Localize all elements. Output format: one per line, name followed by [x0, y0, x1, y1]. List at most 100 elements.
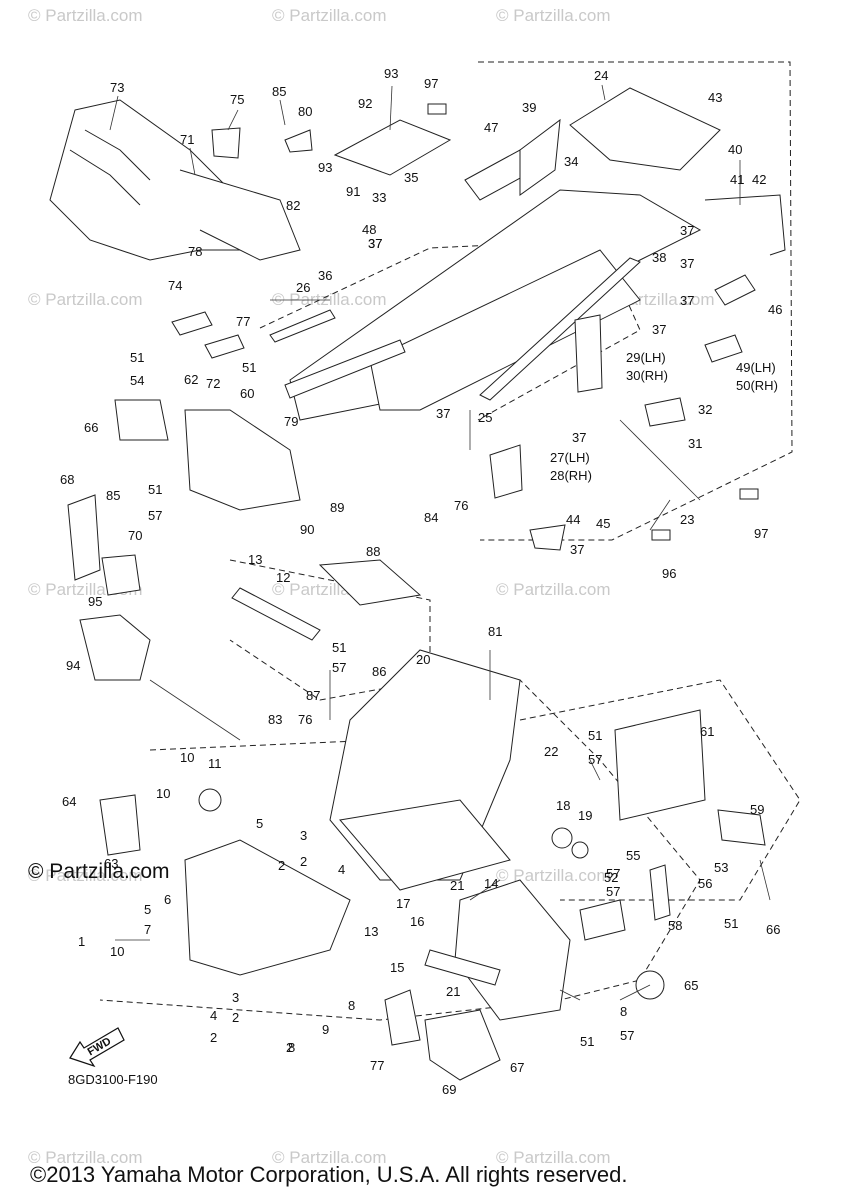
callout-label: 96: [662, 566, 676, 581]
cover-94: [79, 614, 151, 681]
callout-label: 93: [318, 160, 332, 175]
callout-label: 46: [768, 302, 782, 317]
callout-label: 38: [652, 250, 666, 265]
callout-label: 60: [240, 386, 254, 401]
cover-70: [101, 554, 141, 596]
callout-label: 8: [288, 1040, 295, 1055]
copyright-notice: ©2013 Yamaha Motor Corporation, U.S.A. A…: [30, 1162, 628, 1187]
callout-label: 8: [620, 1004, 627, 1019]
bearing-11: [198, 788, 222, 812]
callout-label: 47: [484, 120, 498, 135]
callout-label: 24: [594, 68, 608, 83]
callout-label: 66: [84, 420, 98, 435]
callout-label: 31: [688, 436, 702, 451]
callout-label: 28(RH): [550, 468, 592, 483]
front-cowl-brace: [179, 169, 301, 261]
callout-label: 72: [206, 376, 220, 391]
callout-label: 27(LH): [550, 450, 590, 465]
callout-label: 39: [522, 100, 536, 115]
callout-label: 37: [680, 293, 694, 308]
watermark: © Partzilla.com: [496, 580, 611, 599]
bracket-53: [717, 809, 766, 846]
callout-label: 91: [346, 184, 360, 199]
watermark: © Partzilla.com: [496, 6, 611, 25]
callout-label: 7: [144, 922, 151, 937]
bracket-75: [211, 127, 241, 159]
fwd-arrow: [69, 1027, 125, 1068]
callout-label: 57: [606, 884, 620, 899]
callout-label: 34: [564, 154, 578, 169]
callout-label: 53: [714, 860, 728, 875]
callout-label: 21: [450, 878, 464, 893]
callout-label: 13: [364, 924, 378, 939]
label-96: [651, 529, 671, 541]
callout-label: 78: [188, 244, 202, 259]
callout-label: 92: [358, 96, 372, 111]
callout-label: 6: [164, 892, 171, 907]
callout-label: 20: [416, 652, 430, 667]
callout-label: 63: [104, 856, 118, 871]
callout-label: 90: [300, 522, 314, 537]
callout-label: 41: [730, 172, 744, 187]
callout-label: 45: [596, 516, 610, 531]
callout-label: 95: [88, 594, 102, 609]
callout-label: 11: [208, 756, 222, 771]
callout-label: 18: [556, 798, 570, 813]
callout-label: 22: [544, 744, 558, 759]
callout-label: 12: [276, 570, 290, 585]
callout-label: 69: [442, 1082, 456, 1097]
callout-label: 58: [668, 918, 682, 933]
callout-label: 76: [454, 498, 468, 513]
heat-exchanger-14: [454, 879, 571, 1021]
callout-label: 76: [298, 712, 312, 727]
callout-label: 21: [446, 984, 460, 999]
group-outline-tunnel: [478, 61, 793, 541]
callout-label: 10: [110, 944, 124, 959]
callout-label: 26: [296, 280, 310, 295]
bracket-80: [284, 129, 313, 153]
callout-label: 73: [110, 80, 124, 95]
seal-19: [571, 841, 589, 859]
bracket-49: [704, 334, 743, 363]
housing-67: [424, 1009, 501, 1081]
bracket-56: [649, 864, 671, 921]
callout-label: 32: [698, 402, 712, 417]
callout-label: 55: [626, 848, 640, 863]
bracket-32: [644, 397, 686, 427]
callout-label: 44: [566, 512, 580, 527]
callout-label: 51: [242, 360, 256, 375]
callout-label: 54: [130, 373, 144, 388]
callout-label: 83: [268, 712, 282, 727]
callout-label: 61: [700, 724, 714, 739]
callout-label: 57: [620, 1028, 634, 1043]
callout-label: 66: [766, 922, 780, 937]
callout-label: 30(RH): [626, 368, 668, 383]
rear-bracket: [704, 194, 786, 256]
steering-post-12: [231, 587, 321, 641]
callout-label: 57: [148, 508, 162, 523]
callout-label: 4: [210, 1008, 217, 1023]
bracket-55: [579, 899, 626, 941]
callout-label: 29(LH): [626, 350, 666, 365]
callout-label: 85: [272, 84, 286, 99]
callout-label: 51: [580, 1034, 594, 1049]
callout-label: 71: [180, 132, 194, 147]
callout-label: 25: [478, 410, 492, 425]
callout-label: 57: [332, 660, 346, 675]
cover-69: [384, 989, 421, 1046]
callout-label: 37: [680, 256, 694, 271]
callout-label: 87: [306, 688, 320, 703]
callout-label: 94: [66, 658, 80, 673]
callout-label: 75: [230, 92, 244, 107]
callout-label: 5: [144, 902, 151, 917]
callout-label: 15: [390, 960, 404, 975]
callout-label: 40: [728, 142, 742, 157]
cover-68: [67, 494, 101, 581]
callout-label: 65: [684, 978, 698, 993]
callout-label: 9: [322, 1022, 329, 1037]
callout-label: 64: [62, 794, 76, 809]
callout-label: 37: [368, 236, 382, 251]
diagram-code: 8GD3100-F190: [68, 1072, 158, 1087]
